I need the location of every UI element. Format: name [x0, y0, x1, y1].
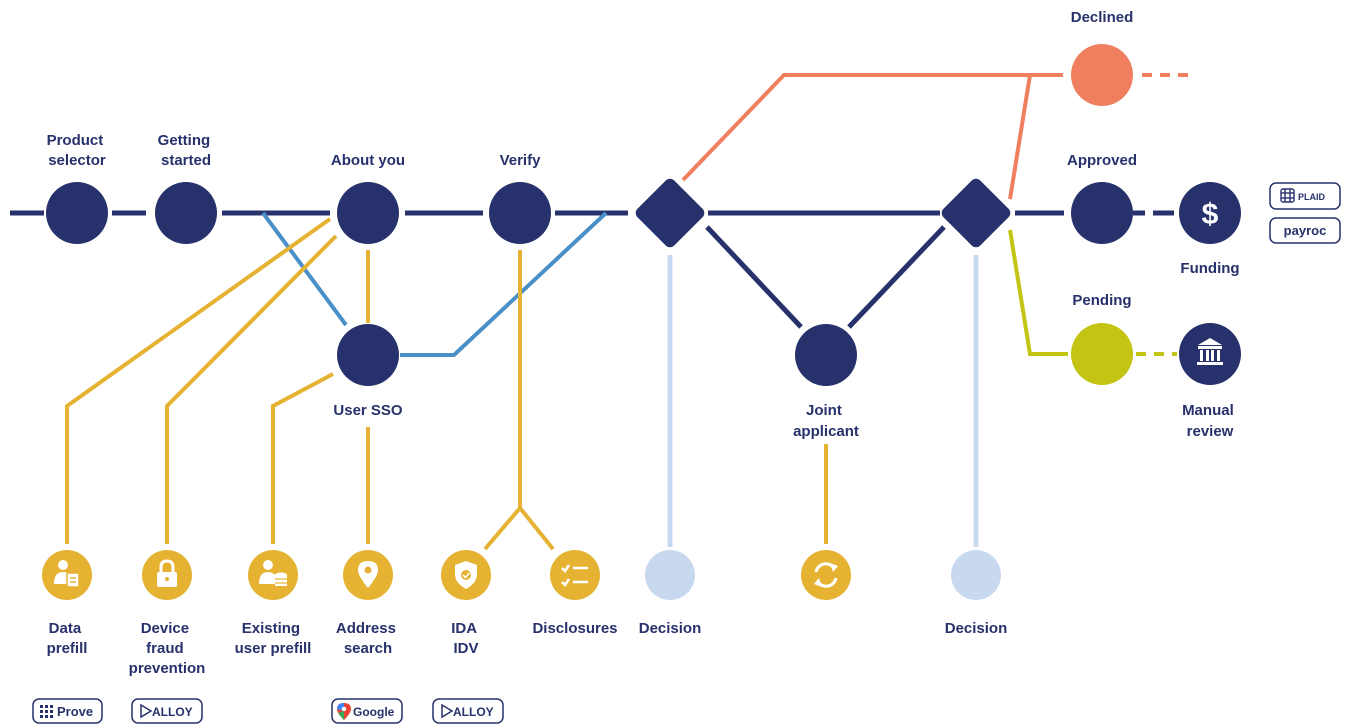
- payroc-badge[interactable]: payroc: [1269, 217, 1341, 244]
- declined-node[interactable]: [1071, 44, 1133, 106]
- google-maps-pin-icon: [337, 703, 351, 720]
- approved-node[interactable]: [1071, 182, 1133, 244]
- decision-node-1[interactable]: [645, 550, 695, 600]
- joint-applicant-node[interactable]: [795, 324, 857, 386]
- lock-icon: [157, 559, 177, 587]
- dollar-icon: $: [1202, 198, 1219, 231]
- funding-label: Funding: [1180, 260, 1239, 277]
- verify-node[interactable]: [489, 182, 551, 244]
- pending-node[interactable]: [1071, 323, 1133, 385]
- alloy-badge-label-2: ALLOY: [453, 705, 494, 719]
- decision-diamond-2[interactable]: [939, 176, 1013, 250]
- disclosures-node[interactable]: [550, 550, 600, 600]
- pending-label: Pending: [1072, 292, 1131, 309]
- google-badge[interactable]: Google: [331, 698, 403, 724]
- ida-idv-node[interactable]: [441, 550, 491, 600]
- device-fraud-label: Device fraud prevention: [129, 620, 206, 677]
- alloy-play-icon-2: [441, 703, 454, 719]
- verify-label: Verify: [500, 152, 542, 169]
- address-search-label: Address search: [336, 620, 400, 657]
- existing-user-prefill-node[interactable]: [248, 550, 298, 600]
- existing-user-prefill-label: Existing user prefill: [235, 620, 312, 657]
- decision-diamond-1[interactable]: [633, 176, 707, 250]
- about-you-node[interactable]: [337, 182, 399, 244]
- alloy-badge-1[interactable]: ALLOY: [131, 698, 203, 724]
- location-pin-icon: [358, 561, 378, 588]
- decision-node-2[interactable]: [951, 550, 1001, 600]
- getting-started-node[interactable]: [155, 182, 217, 244]
- user-sso-label: User SSO: [333, 402, 403, 419]
- decision-label-1: Decision: [639, 620, 702, 637]
- checklist-icon: [561, 564, 588, 587]
- alloy-play-icon: [140, 703, 153, 719]
- decision-connectors: [667, 255, 979, 547]
- ida-idv-label: IDA IDV: [451, 620, 480, 657]
- data-prefill-label: Data prefill: [47, 620, 88, 657]
- manual-review-node[interactable]: [1179, 323, 1241, 385]
- disclosures-label: Disclosures: [532, 620, 617, 637]
- manual-review-label: Manual review: [1182, 402, 1238, 440]
- device-fraud-node[interactable]: [142, 550, 192, 600]
- about-you-label: About you: [331, 152, 405, 169]
- plaid-logo-icon: [1280, 188, 1295, 203]
- declined-path: [681, 73, 1191, 200]
- funding-node[interactable]: $: [1179, 182, 1241, 244]
- alloy-badge-2[interactable]: ALLOY: [432, 698, 504, 724]
- address-search-node[interactable]: [343, 550, 393, 600]
- prove-grid-icon: [40, 705, 53, 718]
- plaid-badge-label: PLAID: [1298, 192, 1326, 202]
- person-document-icon: [54, 560, 80, 588]
- prove-badge[interactable]: Prove: [32, 698, 103, 724]
- getting-started-label: Getting started: [158, 132, 215, 169]
- payroc-badge-label: payroc: [1284, 223, 1327, 238]
- google-badge-label: Google: [353, 705, 395, 719]
- data-prefill-node[interactable]: [42, 550, 92, 600]
- joint-sync-node[interactable]: [801, 550, 851, 600]
- product-selector-node[interactable]: [46, 182, 108, 244]
- declined-label: Declined: [1071, 9, 1134, 26]
- joint-applicant-label: Joint applicant: [793, 402, 859, 440]
- user-sso-node[interactable]: [337, 324, 399, 386]
- approved-label: Approved: [1067, 152, 1137, 169]
- service-connectors: [65, 217, 828, 551]
- shield-check-icon: [455, 561, 477, 589]
- product-selector-label: Product selector: [47, 132, 108, 169]
- person-database-icon: [259, 560, 287, 586]
- plaid-badge[interactable]: PLAID: [1269, 182, 1341, 210]
- prove-badge-label: Prove: [57, 704, 93, 719]
- main-flow-line: [10, 210, 1174, 329]
- decision-label-2: Decision: [945, 620, 1008, 637]
- pending-path: [1008, 229, 1177, 356]
- bank-icon: [1197, 338, 1223, 365]
- sso-path: [261, 211, 608, 357]
- alloy-badge-label-1: ALLOY: [152, 705, 193, 719]
